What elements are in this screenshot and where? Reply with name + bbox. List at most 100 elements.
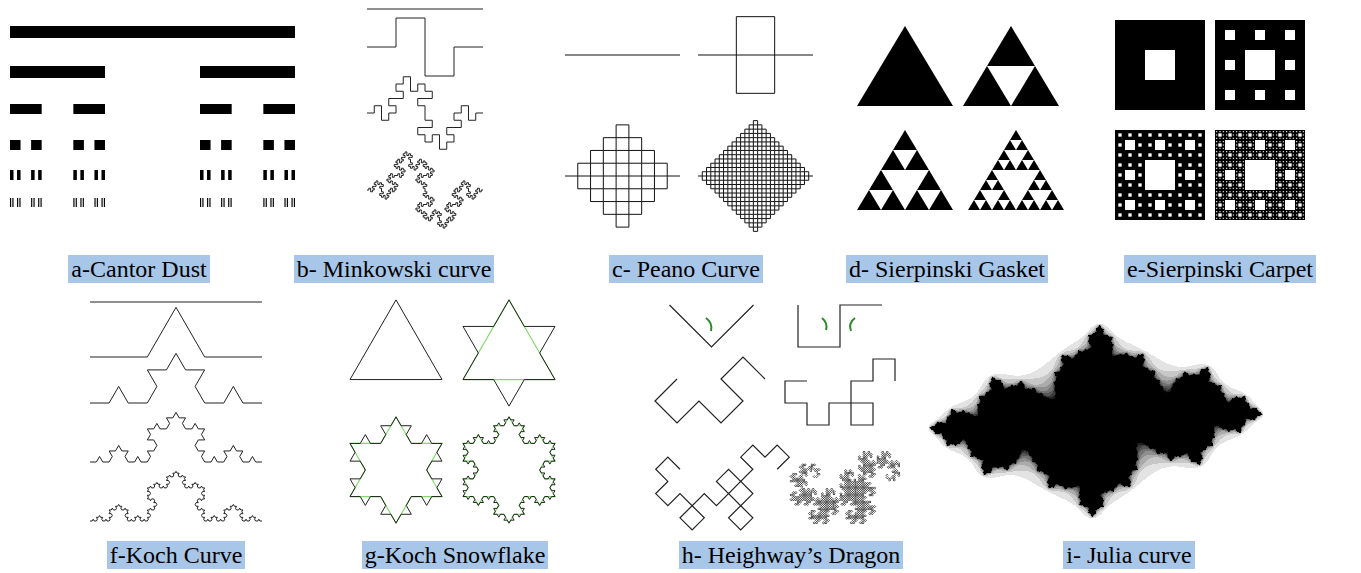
carpet-hole [1299, 218, 1300, 219]
carpet-hole [1269, 208, 1270, 209]
carpet-hole [1258, 193, 1261, 196]
carpet-square [1215, 130, 1305, 220]
carpet-hole [1226, 191, 1227, 192]
carpet-hole [1276, 164, 1277, 165]
carpet-hole [1258, 153, 1261, 156]
carpet-hole [1255, 200, 1265, 210]
carpet-hole [1253, 141, 1254, 142]
gasket-triangle [1052, 200, 1064, 210]
carpet-hole [1243, 181, 1244, 182]
carpet-hole [1236, 134, 1237, 135]
carpet-hole [1259, 198, 1260, 199]
julia-image [918, 318, 1273, 523]
gasket-triangle [857, 26, 953, 106]
cantor-bar [263, 140, 274, 150]
carpet-hole [1243, 201, 1244, 202]
carpet-hole [1296, 144, 1297, 145]
carpet-hole [1216, 154, 1217, 155]
cantor-bar [200, 140, 211, 150]
carpet-hole [1293, 161, 1294, 162]
carpet-hole [1236, 174, 1237, 175]
koch-level [90, 353, 262, 403]
carpet-hole [1258, 133, 1261, 136]
carpet-hole [1223, 188, 1224, 189]
carpet-hole [1266, 211, 1267, 212]
carpet-hole [1223, 131, 1224, 132]
carpet-hole [1276, 171, 1277, 172]
carpet-hole [1303, 158, 1304, 159]
carpet-hole [1253, 131, 1254, 132]
gasket-triangle [1022, 190, 1034, 200]
snowflake-level [350, 300, 442, 380]
carpet-hole [1266, 144, 1267, 145]
carpet-hole [1279, 191, 1280, 192]
carpet-hole [1289, 151, 1290, 152]
carpet-hole [1233, 134, 1234, 135]
carpet-hole [1276, 204, 1277, 205]
gasket-triangle [980, 180, 992, 190]
carpet-hole [1243, 171, 1244, 172]
carpet-hole [1303, 201, 1304, 202]
carpet-hole [1276, 144, 1277, 145]
carpet-hole [1239, 211, 1240, 212]
carpet-hole [1256, 218, 1257, 219]
carpet-hole [1289, 211, 1290, 212]
carpet-hole [1286, 161, 1287, 162]
carpet-hole [1256, 151, 1257, 152]
carpet-hole [1223, 168, 1224, 169]
carpet-hole [1276, 151, 1277, 152]
carpet-hole [1266, 151, 1267, 152]
carpet-hole [1303, 211, 1304, 212]
dragon-level [785, 359, 895, 425]
sierpinski-gasket [857, 26, 1064, 210]
carpet-hole [1238, 213, 1241, 216]
carpet-hole [1279, 141, 1280, 142]
carpet-hole [1219, 151, 1220, 152]
carpet-hole [1256, 138, 1257, 139]
carpet-hole [1263, 158, 1264, 159]
gasket-triangle [992, 200, 1004, 210]
carpet-hole [1273, 214, 1274, 215]
carpet-hole [1155, 140, 1165, 150]
carpet-hole [1298, 193, 1301, 196]
carpet-hole [1299, 148, 1300, 149]
carpet-hole [1233, 214, 1234, 215]
carpet-hole [1286, 138, 1287, 139]
carpet-hole [1118, 213, 1121, 216]
carpet-hole [1229, 191, 1230, 192]
carpet-hole [1276, 148, 1277, 149]
cantor-bar [284, 198, 285, 207]
dragon-level [656, 445, 790, 530]
carpet-hole [1148, 213, 1151, 216]
carpet-hole [1269, 151, 1270, 152]
carpet-hole [1185, 170, 1195, 180]
carpet-hole [1298, 133, 1301, 136]
carpet-hole [1298, 153, 1301, 156]
fold-arrow [706, 318, 711, 331]
carpet-hole [1283, 184, 1284, 185]
gasket-triangle [1022, 150, 1034, 160]
carpet-hole [1283, 181, 1284, 182]
carpet-hole [1219, 208, 1220, 209]
carpet-hole [1243, 154, 1244, 155]
carpet-hole [1243, 134, 1244, 135]
cantor-bar [223, 198, 224, 207]
carpet-hole [1148, 153, 1151, 156]
carpet-hole [1233, 191, 1234, 192]
carpet-hole [1279, 211, 1280, 212]
cantor-bar [10, 66, 105, 78]
koch-level [90, 307, 262, 357]
cantor-bar [284, 140, 295, 150]
carpet-hole [1283, 141, 1284, 142]
carpet-hole [1216, 134, 1217, 135]
carpet-hole [1286, 191, 1287, 192]
carpet-hole [1243, 138, 1244, 139]
carpet-hole [1283, 154, 1284, 155]
carpet-hole [1276, 174, 1277, 175]
cantor-bar [273, 198, 274, 207]
carpet-hole [1268, 213, 1271, 216]
carpet-hole [1118, 153, 1121, 156]
carpet-hole [1185, 200, 1195, 210]
carpet-hole [1255, 140, 1265, 150]
carpet-hole [1246, 141, 1247, 142]
